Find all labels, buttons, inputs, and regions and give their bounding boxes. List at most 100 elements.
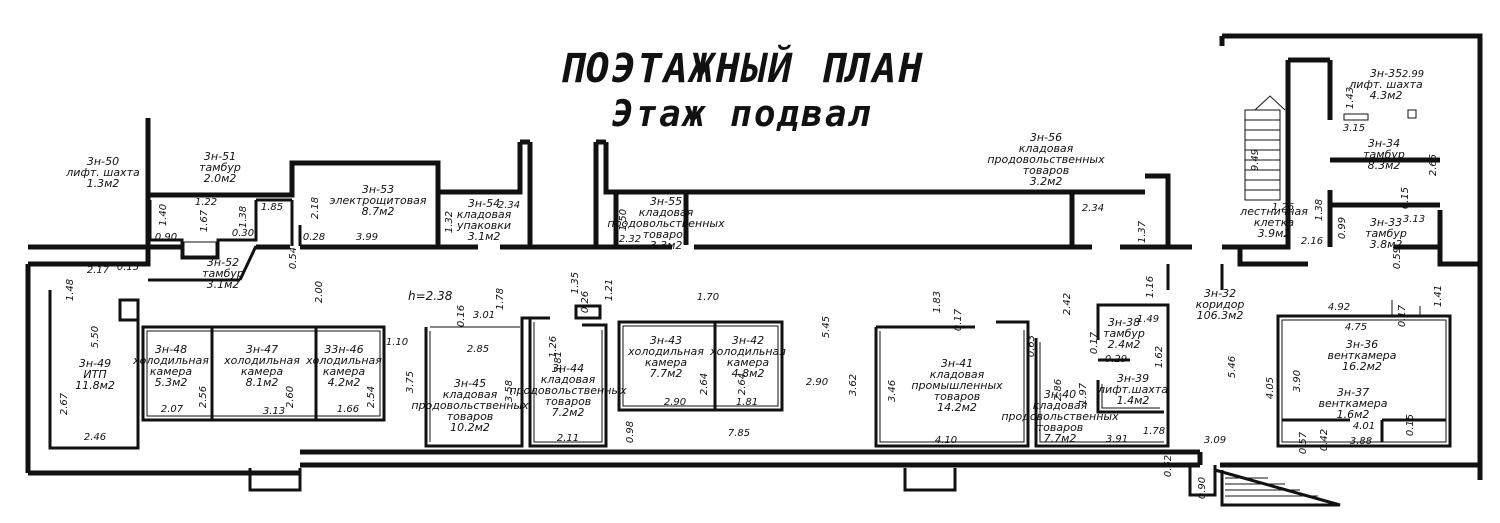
dimension-label: 3.88 bbox=[1350, 436, 1372, 447]
dimension-label: 2.17 bbox=[87, 265, 110, 276]
room-label-line: 8.7м2 bbox=[362, 205, 395, 218]
dimension-label: 2.90 bbox=[806, 377, 828, 388]
room-label-line: 106.3м2 bbox=[1197, 309, 1244, 322]
walls bbox=[25, 33, 1483, 507]
room-label-line: холодильная bbox=[223, 354, 300, 367]
room-label-line: 3н-54 bbox=[468, 197, 500, 210]
room-label-line: продовольственных bbox=[509, 384, 627, 397]
room-label-line: товаров bbox=[934, 390, 981, 403]
room-label-line: промышленных bbox=[911, 379, 1003, 392]
dimension-label: 1.41 bbox=[1433, 285, 1444, 307]
ceiling-height-note: h=2.38 bbox=[408, 289, 453, 303]
dimension-label: 1.66 bbox=[337, 404, 359, 415]
room-label-line: 3н-45 bbox=[454, 377, 486, 390]
dimension-label: 3.58 bbox=[504, 380, 515, 402]
dimension-label: 3.09 bbox=[1204, 435, 1226, 446]
dimension-label: 2.42 bbox=[1062, 293, 1073, 315]
room-label-line: 16.2м2 bbox=[1342, 360, 1382, 373]
dimension-label: 2.11 bbox=[557, 433, 579, 444]
room-label-line: 3.2м2 bbox=[1030, 175, 1063, 188]
room-label-line: 3н-55 bbox=[650, 195, 682, 208]
room-label-line: товаров bbox=[447, 410, 494, 423]
dimension-label: 4.75 bbox=[1345, 322, 1367, 333]
dimension-label: 5.46 bbox=[1227, 356, 1238, 378]
dimension-label: 2.65 bbox=[1428, 154, 1439, 176]
dimension-label: 0.99 bbox=[1337, 217, 1348, 239]
room-label-line: 8.3м2 bbox=[1368, 159, 1401, 172]
plan-title: ПОЭТАЖНЫЙ ПЛАН bbox=[559, 44, 924, 92]
dimension-label: 0.42 bbox=[1319, 429, 1330, 451]
room-label-line: 1.6м2 bbox=[1337, 408, 1370, 421]
room-label-line: 3.8м2 bbox=[1370, 238, 1403, 251]
room-label-line: 3н-33 bbox=[1370, 216, 1402, 229]
room-label-line: товаров bbox=[1037, 421, 1084, 434]
room-label-line: холодильная bbox=[305, 354, 382, 367]
room-label-line: коридор bbox=[1196, 298, 1245, 311]
room-label-line: товаров bbox=[643, 228, 690, 241]
dimension-label: 1.83 bbox=[932, 291, 943, 313]
room-label-line: тамбур bbox=[202, 267, 244, 280]
dimension-label: 0.54 bbox=[288, 247, 299, 269]
dimension-label: 3.01 bbox=[473, 310, 495, 321]
room-label-line: электрощитовая bbox=[329, 194, 426, 207]
dimension-label: 3.46 bbox=[887, 380, 898, 402]
room-label-line: клетка bbox=[1254, 216, 1294, 229]
dimension-label: 2.00 bbox=[314, 281, 325, 303]
dimension-label: 0.15 bbox=[1405, 414, 1416, 436]
dimension-label: 0.98 bbox=[625, 421, 636, 443]
room-label-line: кладовая bbox=[457, 208, 512, 221]
dimension-label: 2.60 bbox=[285, 386, 296, 408]
room-label-line: продовольственных bbox=[1001, 410, 1119, 423]
room-label-line: упаковки bbox=[456, 219, 511, 232]
dimension-label: 1.50 bbox=[618, 209, 629, 231]
dimension-label: 2.64 bbox=[699, 373, 710, 395]
room-label-line: камера bbox=[323, 365, 365, 378]
dimension-label: 0.15 bbox=[1400, 187, 1411, 209]
room-label-line: 5.3м2 bbox=[155, 376, 188, 389]
room-label-line: тамбур bbox=[1363, 148, 1405, 161]
room-label-line: 3н-32 bbox=[1204, 287, 1236, 300]
room-label-line: продовольственных bbox=[607, 217, 725, 230]
dimension-label: 1.78 bbox=[1143, 426, 1165, 437]
dimension-label: 2.86 bbox=[1053, 379, 1064, 401]
room-label-line: 7.2м2 bbox=[552, 406, 585, 419]
room-label-line: 3н-53 bbox=[362, 183, 394, 196]
room-label-line: 3н-51 bbox=[204, 150, 236, 163]
room-label-line: 3н-43 bbox=[650, 334, 682, 347]
room-label-line: товаров bbox=[545, 395, 592, 408]
dimension-label: 1.67 bbox=[199, 209, 210, 232]
room-label-line: 2.4м2 bbox=[1108, 338, 1141, 351]
room-label-line: ИТП bbox=[83, 368, 106, 381]
dimension-label: 1.62 bbox=[1154, 346, 1165, 368]
room-label-line: 14.2м2 bbox=[937, 401, 977, 414]
dimension-label: 1.10 bbox=[386, 337, 408, 348]
room-label-line: продовольственных bbox=[411, 399, 529, 412]
dimension-label: 0.15 bbox=[117, 262, 139, 273]
dimension-label: 0.57 bbox=[1298, 431, 1309, 454]
dimension-label: 2.34 bbox=[498, 200, 520, 211]
room-label-line: 3н-38 bbox=[1108, 316, 1140, 329]
room-label-line: 3н-42 bbox=[732, 334, 764, 347]
floor-name: Этаж подвал bbox=[612, 94, 872, 135]
room-label-line: холодильная bbox=[132, 354, 209, 367]
room-label-line: кладовая bbox=[930, 368, 985, 381]
dimension-label: 1.16 bbox=[1145, 276, 1156, 298]
dimension-label: 2.07 bbox=[161, 404, 184, 415]
dimension-label: 0.90 bbox=[1197, 477, 1208, 499]
dimension-label: 7.85 bbox=[728, 428, 750, 439]
dimension-label: 0.26 bbox=[580, 291, 591, 313]
dimension-label: 1.32 bbox=[444, 211, 455, 233]
dimension-label: 0.16 bbox=[456, 305, 467, 327]
room-label-line: 33н-46 bbox=[324, 343, 363, 356]
